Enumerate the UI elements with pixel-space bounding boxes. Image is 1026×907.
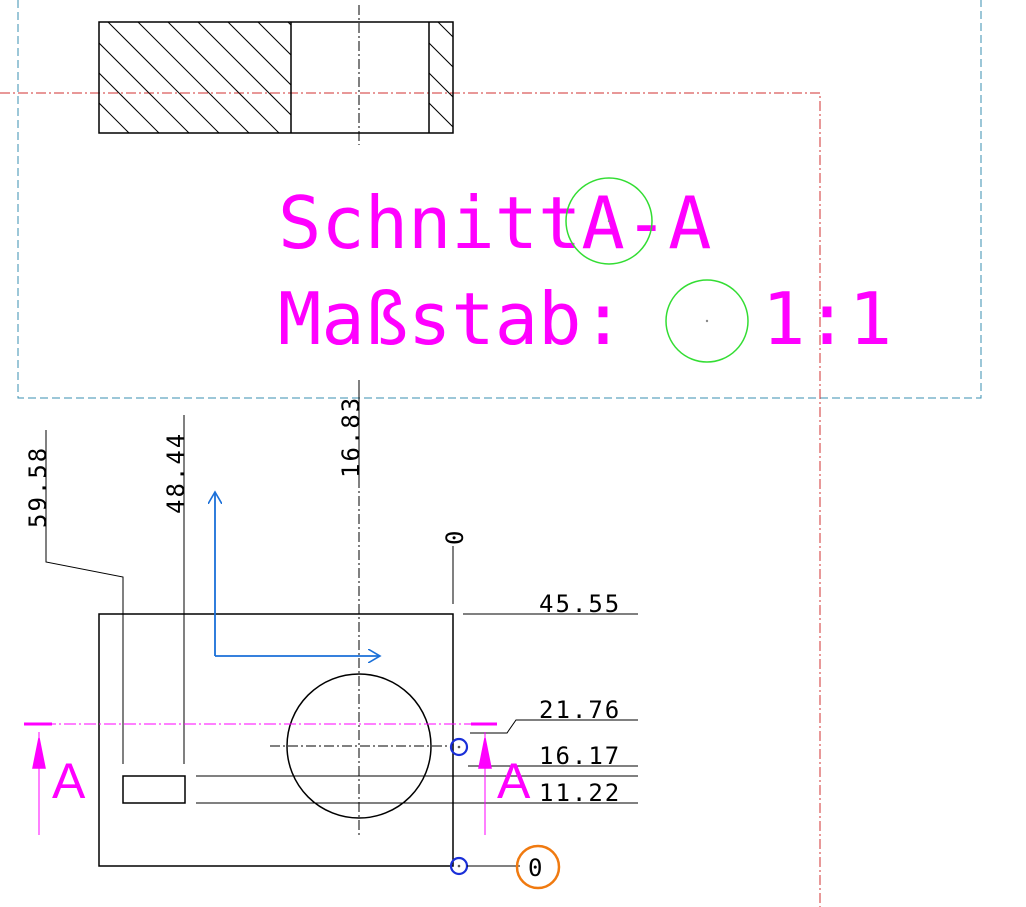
dim-x-0[interactable]: 0 bbox=[441, 529, 469, 545]
hatch-line bbox=[437, 22, 453, 38]
dim-y-16-17[interactable]: 16.17 bbox=[539, 742, 621, 770]
hatch-line bbox=[137, 22, 250, 133]
hatch-line bbox=[257, 22, 291, 56]
hatch-line bbox=[318, 22, 429, 133]
hatch-line bbox=[197, 22, 291, 116]
section-letter-right: A bbox=[497, 753, 531, 809]
section-marker-right[interactable] bbox=[471, 722, 497, 835]
hatch-line bbox=[99, 102, 130, 133]
hole-centerlines bbox=[270, 478, 448, 838]
sheet-border bbox=[0, 92, 821, 907]
section-view-geometry[interactable] bbox=[98, 21, 454, 134]
origin-marker-icon[interactable] bbox=[515, 844, 561, 890]
dim-x-59-58[interactable]: 59.58 bbox=[24, 446, 52, 528]
section-letter-left: A bbox=[52, 753, 86, 809]
hatch-line bbox=[107, 22, 220, 133]
hatch-line bbox=[287, 22, 291, 26]
hatch-line bbox=[429, 132, 430, 133]
snap-circle bbox=[565, 177, 749, 363]
dim-x-48-44[interactable]: 48.44 bbox=[162, 432, 190, 514]
section-title[interactable]: SchnittA-A bbox=[278, 181, 711, 265]
hatch-line bbox=[227, 22, 291, 86]
hatch-line bbox=[99, 132, 100, 133]
section-marker-left[interactable] bbox=[24, 722, 52, 835]
hatch-line bbox=[429, 72, 453, 98]
snap-point bbox=[607, 219, 709, 323]
section-hatching-right bbox=[429, 22, 579, 133]
hatch-line bbox=[99, 42, 190, 133]
hatch-line bbox=[429, 102, 453, 128]
dimension-leaders bbox=[45, 380, 638, 804]
hatch-line bbox=[468, 22, 579, 133]
dim-y-45-55[interactable]: 45.55 bbox=[539, 590, 621, 618]
main-view-geometry[interactable] bbox=[98, 613, 454, 867]
hatch-line bbox=[167, 22, 280, 133]
section-view-frame bbox=[17, 0, 982, 399]
coordinate-axis[interactable] bbox=[215, 492, 380, 656]
section-hatching bbox=[99, 22, 429, 133]
scale-value[interactable]: 1:1 bbox=[762, 277, 892, 361]
dim-y-0[interactable]: 0 bbox=[528, 854, 544, 882]
dim-x-16-83[interactable]: 16.83 bbox=[337, 396, 365, 478]
point-center bbox=[457, 745, 461, 868]
dim-y-11-22[interactable]: 11.22 bbox=[539, 779, 621, 807]
scale-label[interactable]: Maßstab: bbox=[278, 277, 625, 361]
hatch-line bbox=[429, 42, 453, 68]
dim-y-21-76[interactable]: 21.76 bbox=[539, 696, 621, 724]
hatch-line bbox=[99, 72, 160, 133]
